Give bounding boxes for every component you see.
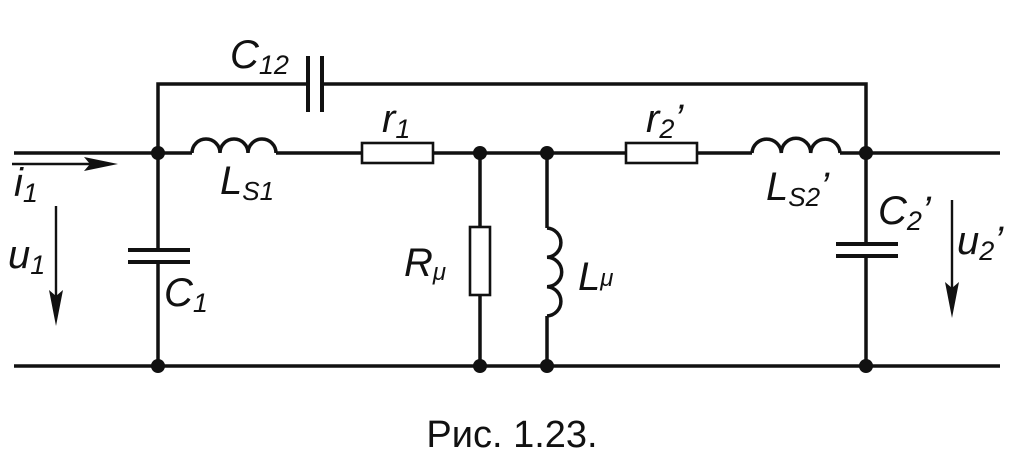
resistor-r1 (360, 141, 435, 165)
node (151, 359, 165, 373)
label-ls2: LS2’ (766, 165, 830, 212)
node (151, 146, 165, 160)
label-r1: r1 (382, 97, 410, 144)
capacitor-c12 (306, 56, 324, 112)
node (473, 359, 487, 373)
c12-bypass-wire (156, 82, 868, 153)
inductor-lmu-branch (545, 153, 564, 366)
current-arrow-i1 (12, 157, 118, 171)
node (859, 146, 873, 160)
node (540, 146, 554, 160)
inductor-ls1 (190, 137, 278, 154)
label-i1: i1 (14, 161, 38, 208)
label-rmu: Rμ (404, 241, 446, 286)
label-lmu: Lμ (578, 255, 613, 299)
node (859, 359, 873, 373)
voltage-arrow-u2 (945, 200, 959, 318)
resistor-rmu (468, 225, 492, 297)
resistor-rmu-branch (468, 153, 492, 366)
capacitor-c2 (836, 153, 898, 366)
label-u2: u2’ (957, 219, 1004, 266)
node (473, 146, 487, 160)
label-r2: r2’ (646, 97, 684, 144)
label-c12: C12 (230, 33, 289, 80)
voltage-arrow-u1 (49, 206, 63, 326)
inductor-lmu (546, 226, 564, 318)
capacitor-c1 (128, 153, 190, 366)
label-u1: u1 (8, 233, 45, 280)
inductor-ls2 (750, 136, 842, 154)
label-c2: C2’ (878, 189, 932, 236)
label-ls1: LS1 (220, 159, 274, 206)
label-c1: C1 (164, 271, 208, 318)
resistor-r2 (624, 141, 699, 165)
node (540, 359, 554, 373)
junction-nodes (151, 146, 873, 373)
figure-caption: Рис. 1.23. (426, 414, 597, 456)
